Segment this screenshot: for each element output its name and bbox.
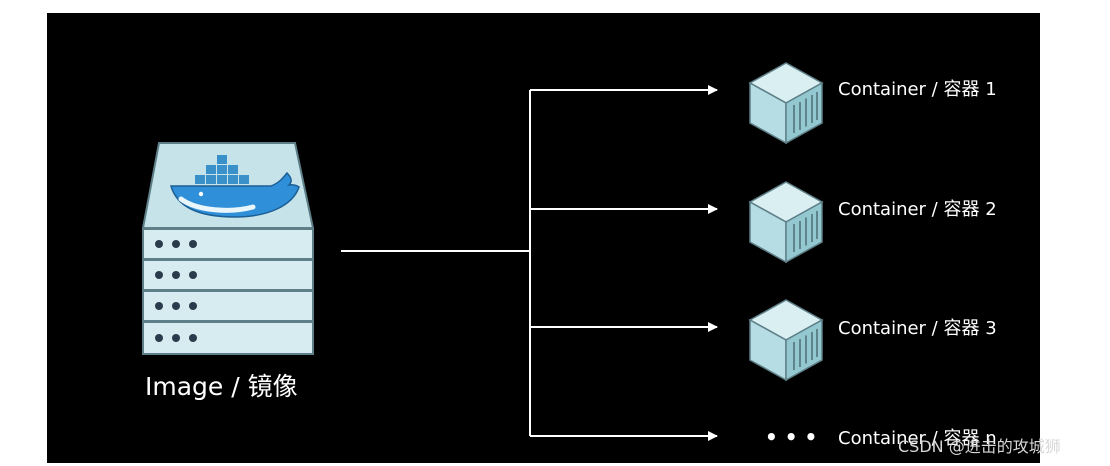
- container-cube-icon: [749, 62, 823, 144]
- container-node-3: Container / 容器 3: [749, 299, 997, 381]
- container-label: Container / 容器 2: [838, 199, 997, 220]
- container-node-2: Container / 容器 2: [749, 181, 997, 263]
- container-label: Container / 容器 3: [838, 318, 997, 339]
- diagram-canvas: Image / 镜像 Container / 容器 1 Container / …: [47, 13, 1040, 463]
- ellipsis-icon: • • •: [765, 425, 817, 449]
- container-label: Container / 容器 n: [838, 428, 997, 449]
- container-cube-icon: [749, 299, 823, 381]
- docker-whale-server-icon: [141, 142, 315, 355]
- container-cube-icon: [749, 181, 823, 263]
- container-node-1: Container / 容器 1: [749, 62, 997, 144]
- connector-lines: [341, 85, 718, 441]
- image-to-containers-diagram: Image / 镜像 Container / 容器 1 Container / …: [141, 62, 997, 449]
- container-node-n: • • • Container / 容器 n: [765, 425, 997, 449]
- whale-icon: [170, 155, 300, 218]
- image-label: Image / 镜像: [145, 372, 298, 401]
- container-label: Container / 容器 1: [838, 79, 997, 100]
